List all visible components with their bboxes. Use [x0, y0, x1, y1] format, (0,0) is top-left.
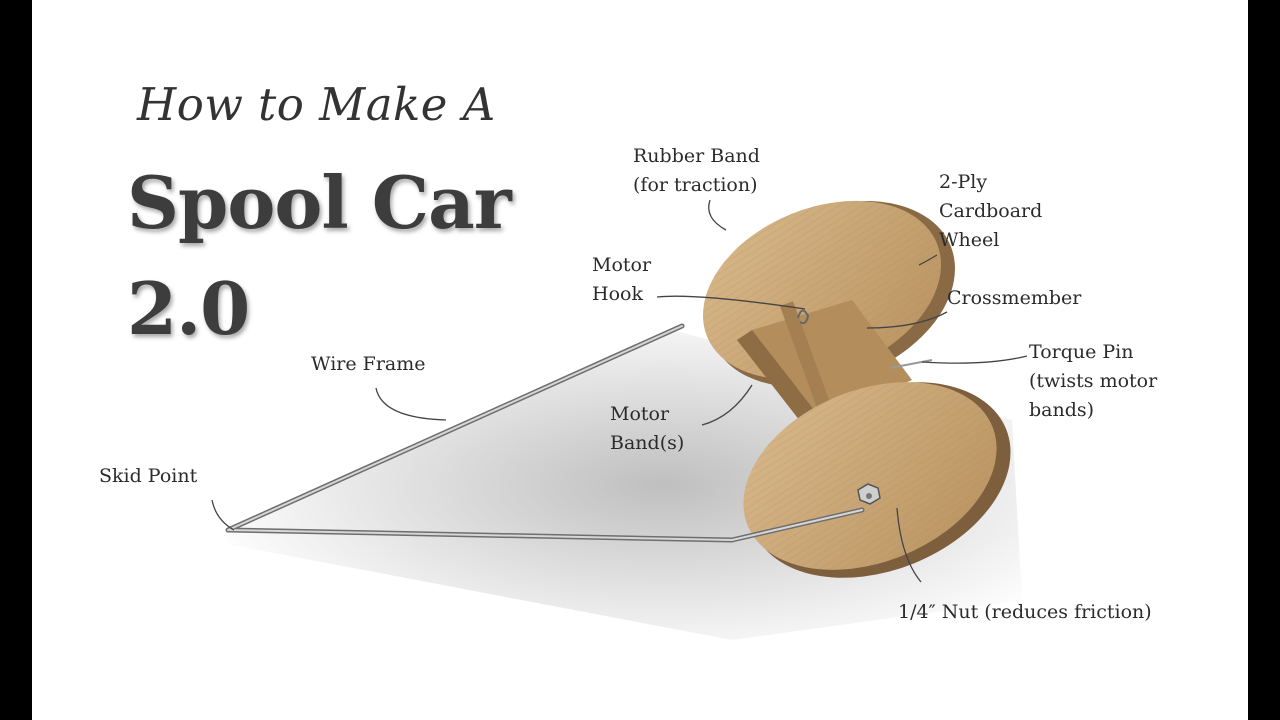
leader-lines	[211, 199, 1028, 583]
spool-car-illustration	[211, 199, 1028, 640]
wire-frame	[225, 323, 865, 543]
label-motor-bands: Motor Band(s)	[610, 403, 685, 454]
label-nut: 1/4″ Nut (reduces friction)	[898, 601, 1152, 623]
title-line-1: How to Make A	[137, 78, 496, 131]
label-crossmember: Crossmember	[947, 287, 1082, 309]
title-line-2: Spool Car	[127, 160, 512, 245]
label-rubber-band: Rubber Band (for traction)	[633, 145, 760, 196]
label-wire-frame: Wire Frame	[311, 353, 426, 375]
nut	[857, 483, 881, 505]
label-torque-pin: Torque Pin (twists motor bands)	[1029, 341, 1158, 421]
label-cardboard-wheel: 2-Ply Cardboard Wheel	[939, 171, 1043, 251]
diagram-canvas: How to Make A Spool Car 2.0 Rubber Band …	[32, 0, 1248, 720]
label-skid-point: Skid Point	[99, 465, 198, 487]
label-motor-hook: Motor Hook	[592, 254, 652, 305]
title-line-3: 2.0	[127, 266, 250, 351]
